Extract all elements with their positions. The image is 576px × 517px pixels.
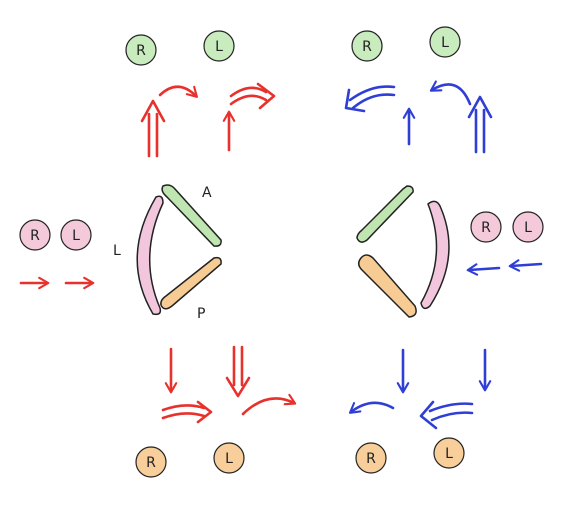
svg-text:R: R xyxy=(362,39,372,55)
right-canal-set xyxy=(356,185,450,318)
blue-arrows xyxy=(344,80,543,430)
badge-left-R: R xyxy=(19,219,51,251)
blue-double-up-arrow xyxy=(467,95,493,154)
blue-double-curved-arrow-top xyxy=(344,85,396,113)
svg-text:L: L xyxy=(445,446,453,462)
svg-text:R: R xyxy=(30,228,40,244)
red-double-up-arrow xyxy=(140,99,166,158)
red-arrows xyxy=(19,82,297,424)
blue-left-arrow-2 xyxy=(508,259,543,272)
blue-left-arrow-1 xyxy=(466,263,501,276)
left-anterior-canal xyxy=(161,184,222,247)
svg-text:L: L xyxy=(524,220,532,236)
badge-left-L: L xyxy=(60,219,92,251)
left-canal-set: A P L xyxy=(113,184,222,322)
svg-text:R: R xyxy=(366,451,376,467)
left-posterior-canal xyxy=(160,256,222,310)
red-double-curved-arrow-top xyxy=(229,82,276,110)
badge-top-left-L: L xyxy=(203,30,235,62)
badge-top-right-R: R xyxy=(351,30,383,62)
right-anterior-canal xyxy=(356,185,414,243)
badge-right-L: L xyxy=(512,211,544,243)
red-curved-arrow-top xyxy=(158,85,198,98)
badge-top-right-L: L xyxy=(429,26,461,58)
badge-bottom-left-L: L xyxy=(213,442,245,474)
right-lateral-canal xyxy=(420,200,450,310)
red-double-down-arrow xyxy=(225,345,251,398)
svg-text:L: L xyxy=(215,39,223,55)
badge-bottom-right-R: R xyxy=(355,442,387,474)
svg-text:R: R xyxy=(136,43,146,59)
svg-text:L: L xyxy=(441,35,449,51)
red-curved-arrow-bottom xyxy=(241,393,297,416)
badge-bottom-left-R: R xyxy=(135,446,167,478)
right-posterior-canal xyxy=(358,254,417,318)
svg-text:R: R xyxy=(146,455,156,471)
badge-right-R: R xyxy=(470,211,502,243)
label-posterior: P xyxy=(197,306,205,322)
blue-double-curved-arrow-bottom xyxy=(419,400,474,430)
label-lateral: L xyxy=(113,243,121,259)
blue-curved-arrow-bottom xyxy=(348,401,395,414)
blue-curved-arrow-top xyxy=(429,80,472,106)
svg-text:R: R xyxy=(481,220,491,236)
svg-text:L: L xyxy=(225,451,233,467)
label-anterior: A xyxy=(202,185,212,201)
red-double-curved-arrow-bottom xyxy=(161,400,213,424)
left-lateral-canal xyxy=(136,195,164,316)
svg-text:L: L xyxy=(72,228,80,244)
badge-bottom-right-L: L xyxy=(433,437,465,469)
badge-top-left-R: R xyxy=(125,34,157,66)
